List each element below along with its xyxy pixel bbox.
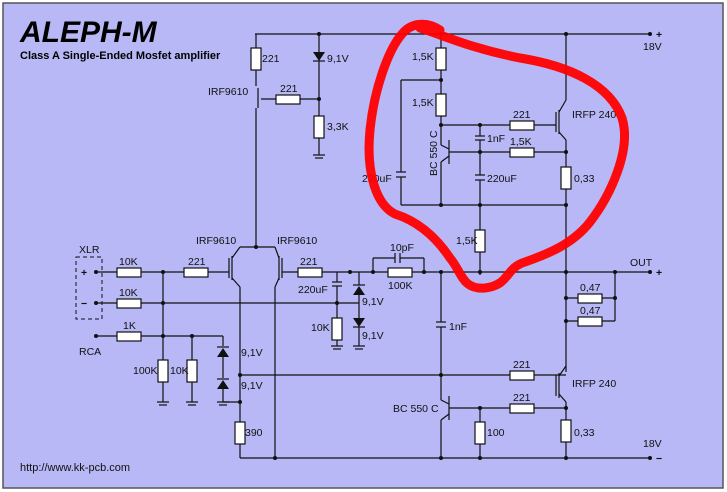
- top-current-source: [250, 47, 325, 245]
- label-irfp240-top: IRFP 240: [572, 109, 616, 121]
- diagram-subtitle: Class A Single-Ended Mosfet amplifier: [20, 50, 221, 62]
- feedback-network: [331, 253, 652, 400]
- xlr-label: XLR: [79, 244, 100, 256]
- rca-label: RCA: [79, 346, 101, 358]
- label-irf9610-a: IRF9610: [196, 235, 236, 247]
- label-zener-top: 9,1V: [327, 53, 349, 65]
- label-c1nf-top: 1nF: [487, 133, 505, 145]
- label-bc550-top: BC 550 C: [428, 130, 440, 176]
- label-r221-irfp-bot: 221: [513, 359, 531, 371]
- label-c10pf: 10pF: [390, 242, 414, 254]
- label-zener-fb2: 9,1V: [362, 330, 384, 342]
- label-r1k5-a: 1,5K: [412, 51, 434, 63]
- out-plus: +: [656, 267, 662, 279]
- label-r221-bc-bot: 221: [513, 392, 531, 404]
- label-r390: 390: [245, 427, 263, 439]
- diagram-title: ALEPH-M: [19, 16, 158, 49]
- label-r221-in: 221: [188, 256, 206, 268]
- label-r100k-fb: 100K: [388, 280, 413, 292]
- label-r1k-rca: 1K: [123, 320, 136, 332]
- label-r10k-in1: 10K: [119, 256, 138, 268]
- label-c1nf-bot: 1nF: [449, 321, 467, 333]
- label-irf9610-top: IRF9610: [208, 86, 248, 98]
- label-zener-in2: 9,1V: [241, 380, 263, 392]
- label-r221-pair: 221: [300, 256, 318, 268]
- label-zener-in1: 9,1V: [241, 347, 263, 359]
- upper-output-stage: [396, 47, 572, 275]
- top-rail-plus: +: [656, 29, 662, 41]
- label-r1k5-b: 1,5K: [412, 97, 434, 109]
- label-zener-fb1: 9,1V: [362, 296, 384, 308]
- label-r1k5-d: 1,5K: [456, 235, 478, 247]
- label-r221-gate: 221: [280, 83, 298, 95]
- website-url: http://www.kk-pcb.com: [20, 462, 130, 474]
- label-r10k-fb: 10K: [311, 322, 330, 334]
- label-r100: 100: [487, 427, 505, 439]
- xlr-plus: +: [81, 267, 87, 279]
- label-r047-b: 0,47: [580, 305, 601, 317]
- label-r10k-in3: 10K: [170, 365, 189, 377]
- input-stage: [75, 245, 566, 460]
- label-c220uf-right: 220uF: [487, 173, 517, 185]
- label-r033-bot: 0,33: [574, 427, 595, 439]
- label-c220uf-fb: 220uF: [298, 284, 328, 296]
- label-irfp240-bot: IRFP 240: [572, 378, 616, 390]
- label-r3k3: 3,3K: [327, 121, 349, 133]
- label-r047-a: 0,47: [580, 282, 601, 294]
- label-r033-top: 0,33: [574, 173, 595, 185]
- label-r221-top: 221: [262, 53, 280, 65]
- lower-output-stage: [439, 272, 617, 460]
- top-rail-voltage: 18V: [643, 41, 662, 53]
- label-r100k-in: 100K: [133, 365, 158, 377]
- bottom-rail-voltage: 18V: [643, 438, 662, 450]
- highlight-circle: [364, 19, 629, 293]
- label-r221-irfp-top: 221: [513, 109, 531, 121]
- label-r10k-in2: 10K: [119, 287, 138, 299]
- label-bc550-bot: BC 550 C: [393, 403, 439, 415]
- xlr-connector-outline: [75, 256, 103, 320]
- bottom-rail-minus: −: [656, 453, 662, 465]
- label-r1k5-c: 1,5K: [510, 136, 532, 148]
- label-irf9610-b: IRF9610: [277, 235, 317, 247]
- xlr-minus: −: [81, 298, 87, 310]
- out-label: OUT: [630, 257, 653, 269]
